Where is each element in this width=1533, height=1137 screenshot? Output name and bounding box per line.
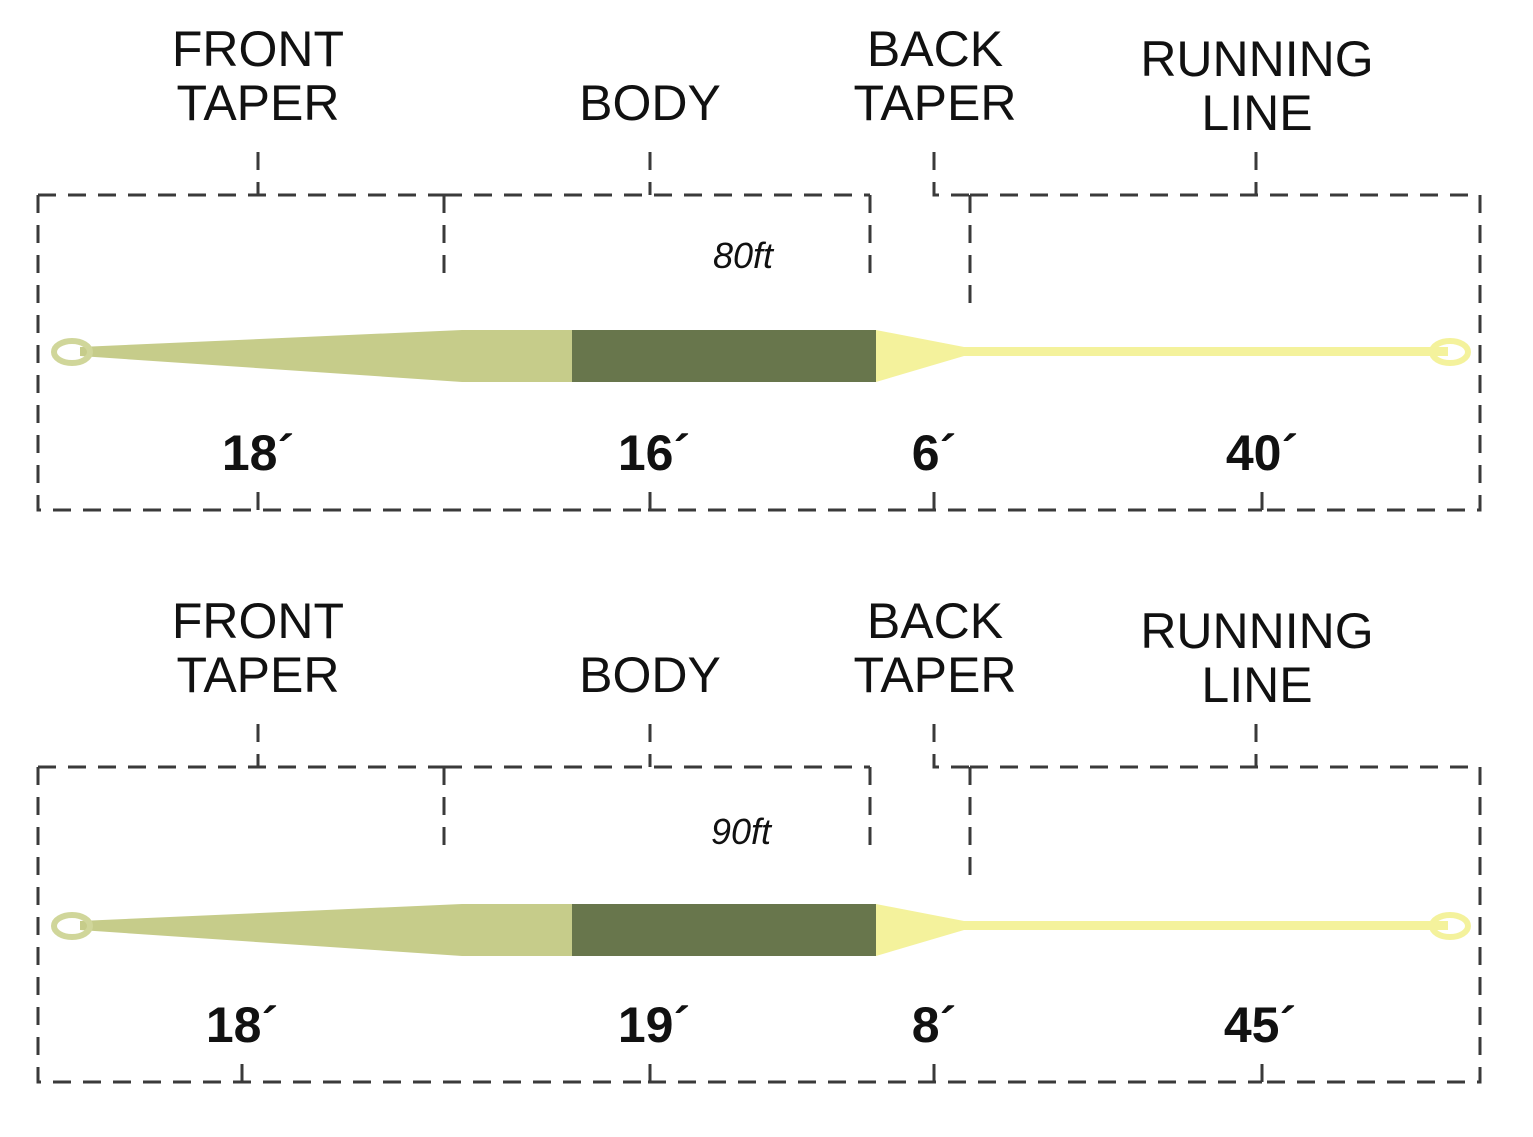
body-label: BODY: [579, 75, 721, 131]
front-taper-bracket: [36, 724, 648, 1084]
back-taper-label: BACK TAPER: [853, 593, 1017, 703]
back-taper-bracket: [648, 724, 1262, 1084]
body-segment: [572, 904, 876, 956]
line-diagram-1: FRONT TAPER BODY BACK TAPER RUNNING LINE…: [0, 0, 1533, 565]
back-loop-icon: [1429, 338, 1471, 366]
running-line-segment: [962, 921, 1448, 930]
back-taper-label: BACK TAPER: [853, 21, 1017, 131]
total-length-label: 90ft: [711, 811, 772, 852]
front-loop-icon: [51, 912, 93, 940]
back-taper-segment: [876, 330, 964, 382]
running-line-label: RUNNING LINE: [1140, 31, 1374, 141]
body-length: 16´: [617, 425, 691, 481]
back-taper-length: 8´: [911, 997, 957, 1053]
front-taper-label: FRONT TAPER: [171, 21, 345, 131]
running-line-segment: [962, 347, 1448, 356]
front-loop-icon: [51, 338, 93, 366]
front-taper-length: 18´: [221, 425, 295, 481]
body-segment: [572, 330, 876, 382]
body-label: BODY: [579, 647, 721, 703]
running-line-bracket: [968, 724, 1482, 1084]
front-taper-label: FRONT TAPER: [171, 593, 345, 703]
running-line-label: RUNNING LINE: [1140, 603, 1374, 713]
running-line-length: 45´: [1223, 997, 1297, 1053]
line-diagram-2: FRONT TAPER BODY BACK TAPER RUNNING LINE…: [0, 572, 1533, 1137]
back-taper-bracket: [648, 152, 1262, 512]
back-taper-length: 6´: [911, 425, 957, 481]
total-length-label: 80ft: [713, 235, 774, 276]
back-taper-segment: [876, 904, 964, 956]
body-bracket: [442, 152, 872, 510]
running-line-length: 40´: [1225, 425, 1299, 481]
line-diagram-1-graphic: [36, 152, 1482, 512]
front-taper-segment: [80, 330, 572, 382]
body-bracket: [442, 724, 872, 1082]
line-diagram-2-graphic: [36, 724, 1482, 1084]
front-taper-length: 18´: [205, 997, 279, 1053]
front-taper-segment: [80, 904, 572, 956]
back-loop-icon: [1429, 912, 1471, 940]
running-line-bracket: [968, 152, 1482, 512]
body-length: 19´: [617, 997, 691, 1053]
